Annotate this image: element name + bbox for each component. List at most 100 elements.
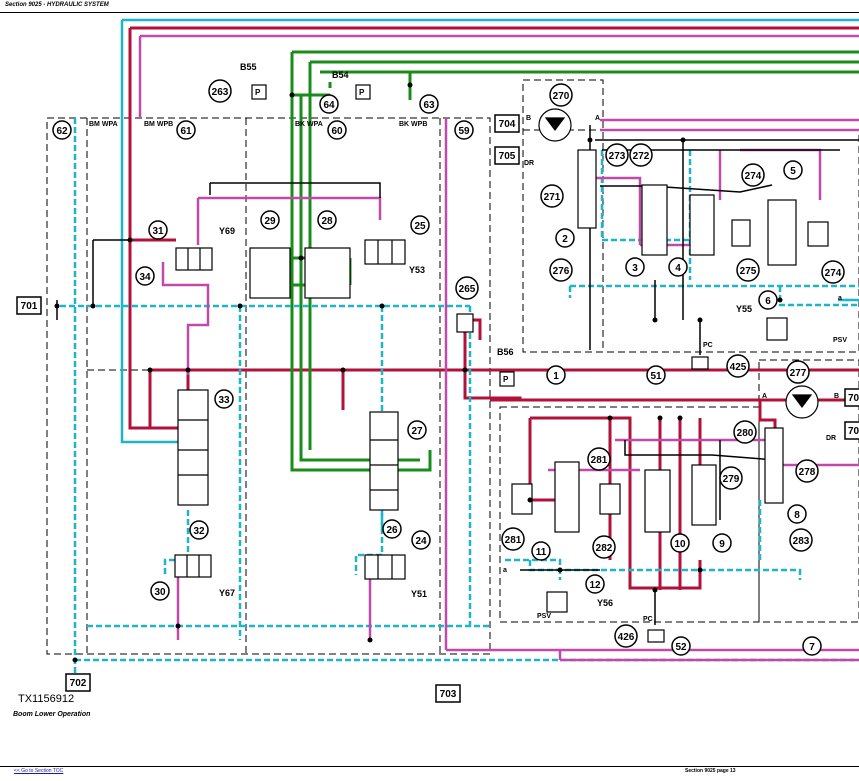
svg-text:6: 6 [765, 296, 771, 307]
svg-text:10: 10 [674, 539, 686, 550]
callout-426: 426 [614, 624, 638, 648]
callout-271: 271 [540, 184, 564, 208]
svg-text:33: 33 [218, 395, 230, 406]
label-port-a-upper: A [595, 115, 600, 122]
callout-8: 8 [787, 504, 807, 524]
check-valve-pc2 [647, 629, 665, 643]
callout-10: 10 [670, 533, 690, 553]
callout-3: 3 [625, 257, 645, 277]
callout-25: 25 [410, 215, 430, 235]
svg-text:34: 34 [139, 272, 151, 283]
svg-text:32: 32 [193, 526, 205, 537]
svg-text:70: 70 [848, 393, 859, 404]
svg-text:278: 278 [799, 467, 816, 478]
callout-29: 29 [260, 210, 280, 230]
callout-31: 31 [148, 220, 168, 240]
label-y56: Y56 [597, 598, 613, 608]
label-b54: B54 [332, 70, 349, 80]
label-psv-lower: PSV [537, 613, 551, 620]
callout-62: 62 [52, 120, 72, 140]
regulator-valve-9 [691, 464, 717, 526]
svg-text:25: 25 [414, 221, 426, 232]
svg-text:63: 63 [423, 100, 435, 111]
box-703: 703 [435, 684, 461, 703]
figure-caption: Boom Lower Operation [13, 711, 91, 718]
callout-276: 276 [549, 258, 573, 282]
svg-text:24: 24 [415, 536, 427, 547]
b55-p-port: P [255, 88, 261, 97]
callout-272: 272 [629, 143, 653, 167]
label-port-a-lower: A [762, 393, 767, 400]
callout-273: 273 [605, 143, 629, 167]
svg-text:272: 272 [633, 151, 650, 162]
figure-id: TX1156912 [18, 693, 75, 705]
component-labels: B55 B54 B56 BM WPA BM WPB BK WPA BK WPB … [89, 62, 847, 623]
callout-33: 33 [214, 389, 234, 409]
box-702: 702 [65, 673, 91, 692]
svg-text:62: 62 [56, 126, 68, 137]
callout-circles: 263 62 61 60 59 64 63 270 273 272 271 2 … [52, 79, 845, 656]
callout-277: 277 [786, 360, 810, 384]
callout-425: 425 [726, 354, 750, 378]
box-705: 705 [494, 146, 520, 165]
callout-11: 11 [531, 541, 551, 561]
b54-p-port: P [359, 88, 365, 97]
svg-text:265: 265 [459, 284, 476, 295]
callout-27: 27 [407, 420, 427, 440]
solenoid-valve-y67 [174, 554, 212, 578]
box-70b: 70 [844, 421, 859, 440]
label-port-a-right: a [838, 295, 842, 302]
callout-274b: 274 [821, 260, 845, 284]
svg-text:281: 281 [505, 535, 522, 546]
callout-9: 9 [712, 533, 732, 553]
solenoid-valve-y51 [364, 554, 406, 580]
pressure-sensor-b55 [251, 84, 267, 100]
pump-control-piston-8 [764, 427, 784, 504]
label-bm-wpa: BM WPA [89, 121, 118, 128]
back-to-toc-link[interactable]: << Go to Section TOC [14, 768, 64, 774]
shuttle-valve-29 [249, 247, 291, 299]
label-b56: B56 [497, 347, 514, 357]
shuttle-valve-28 [304, 247, 351, 299]
svg-text:274: 274 [745, 171, 762, 182]
pump-control-piston-2 [577, 149, 597, 229]
svg-text:271: 271 [544, 192, 561, 203]
callout-52: 52 [671, 636, 691, 656]
box-70a: 70 [844, 388, 859, 407]
connection-boxes: 701 704 705 702 703 70 70 [16, 114, 859, 703]
cyan-solid-lines [120, 18, 859, 444]
callout-28: 28 [317, 210, 337, 230]
svg-text:31: 31 [152, 226, 164, 237]
svg-text:26: 26 [386, 525, 398, 536]
control-valve-11 [554, 461, 580, 533]
svg-text:4: 4 [675, 263, 681, 274]
section-header: Section 9025 - HYDRAULIC SYSTEM [5, 2, 109, 8]
svg-text:281: 281 [591, 455, 608, 466]
callout-5: 5 [783, 160, 803, 180]
label-y53: Y53 [409, 265, 425, 275]
svg-text:5: 5 [790, 166, 796, 177]
callout-4: 4 [668, 257, 688, 277]
check-valve-pc1 [691, 356, 709, 370]
svg-text:8: 8 [794, 510, 800, 521]
svg-text:64: 64 [323, 100, 335, 111]
svg-text:61: 61 [180, 126, 192, 137]
box-701: 701 [16, 296, 42, 315]
callout-64: 64 [319, 94, 339, 114]
callout-12: 12 [585, 574, 605, 594]
callout-6: 6 [758, 290, 778, 310]
pressure-sensor-b54 [355, 84, 371, 100]
callout-275: 275 [736, 258, 760, 282]
box-704: 704 [494, 114, 520, 133]
svg-text:279: 279 [723, 474, 740, 485]
svg-text:276: 276 [553, 266, 570, 277]
svg-text:277: 277 [790, 368, 807, 379]
label-port-dr-lower: DR [826, 435, 836, 442]
label-bk-wpb: BK WPB [399, 121, 427, 128]
label-pc-lower: PC [643, 616, 653, 623]
svg-text:12: 12 [589, 580, 601, 591]
svg-text:701: 701 [21, 301, 38, 312]
label-port-b-lower: B [834, 393, 839, 400]
svg-text:11: 11 [536, 547, 547, 558]
